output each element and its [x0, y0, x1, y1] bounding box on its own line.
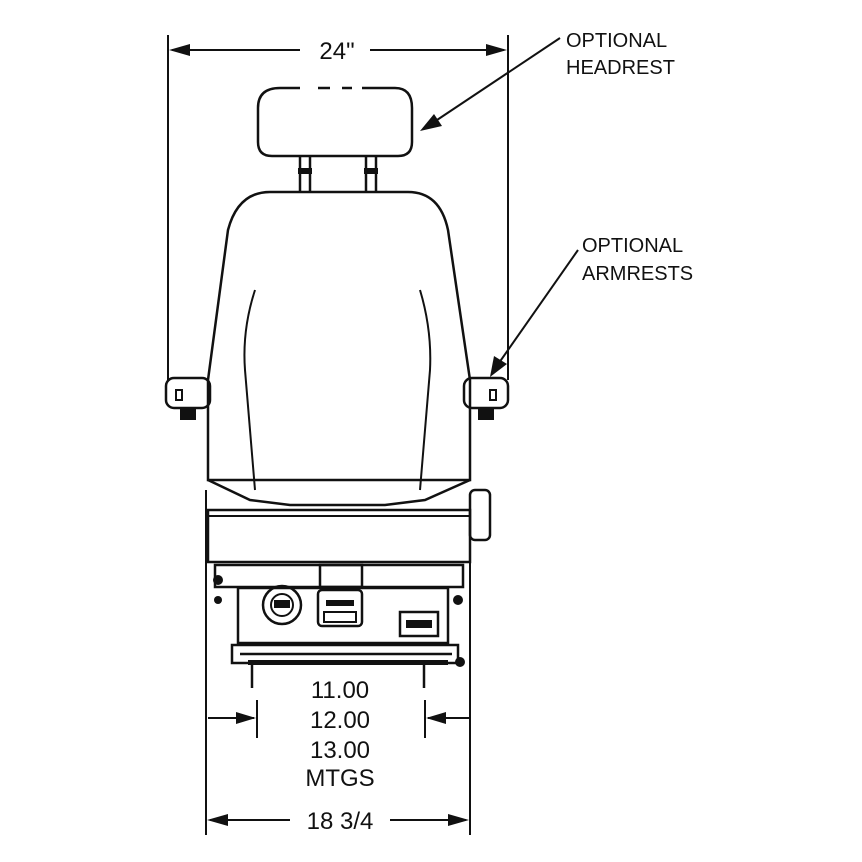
mounting-value-2: 12.00: [310, 707, 370, 734]
armrests-callout-line-2: ARMRESTS: [582, 263, 693, 285]
mountings-label: MTGS: [305, 765, 374, 792]
mounting-value-1: 11.00: [311, 677, 369, 704]
base-width-label: 18 3/4: [307, 808, 374, 835]
seat-back: [206, 190, 472, 491]
headrest-callout: OPTIONAL HEADREST: [420, 30, 675, 131]
suspension-base: [213, 563, 465, 688]
mounting-value-3: 13.00: [310, 737, 370, 764]
headrest-callout-line-2: HEADREST: [566, 57, 675, 79]
right-armrest: [462, 376, 510, 420]
overall-width-dimension: 24": [167, 35, 509, 380]
armrests-callout: OPTIONAL ARMRESTS: [490, 235, 693, 377]
overall-width-label: 24": [319, 38, 354, 65]
armrests-callout-line-1: OPTIONAL: [582, 235, 683, 257]
base-width-dimension: 18 3/4: [205, 490, 471, 835]
seat-cushion: [206, 478, 492, 564]
headrest-callout-line-1: OPTIONAL: [566, 30, 667, 52]
headrest: [256, 86, 414, 192]
mounting-dimension: 11.00 12.00 13.00 MTGS: [208, 677, 470, 792]
left-armrest: [164, 376, 212, 420]
